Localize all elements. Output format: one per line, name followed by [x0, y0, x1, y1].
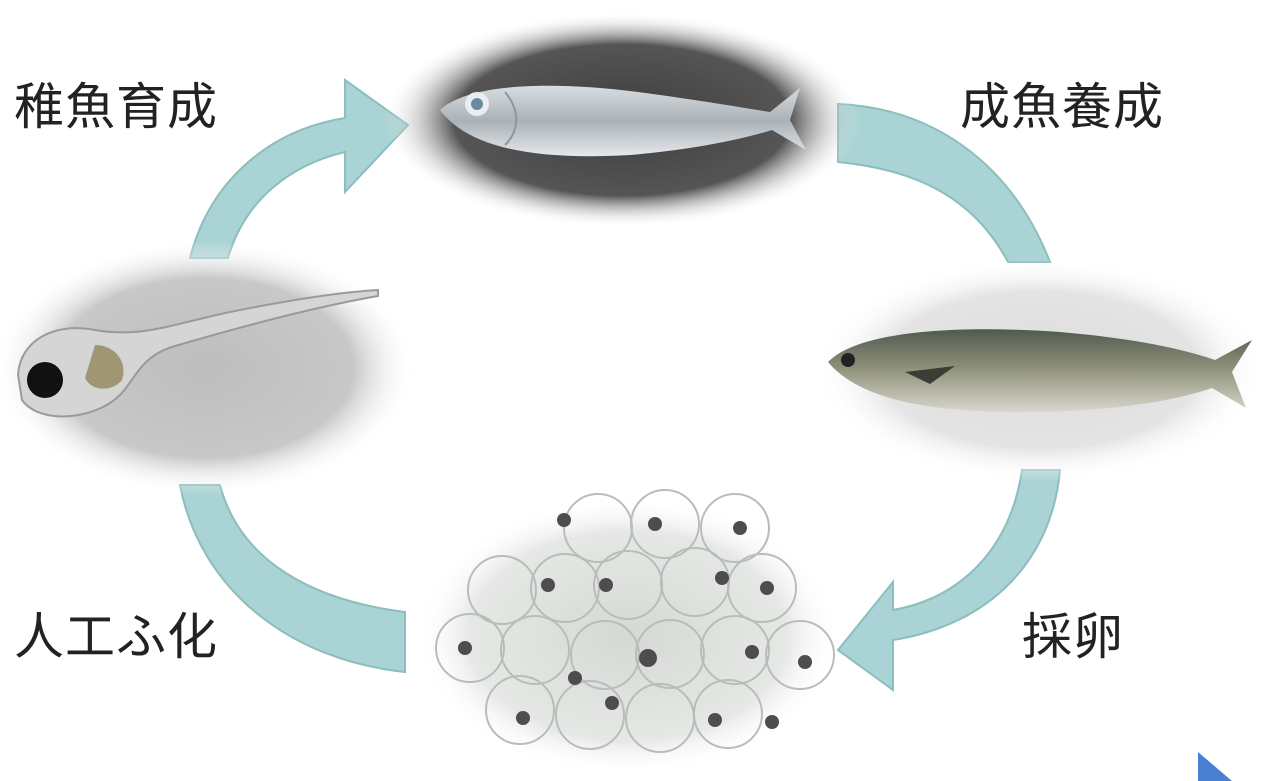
corner-accent-shape	[1198, 752, 1232, 781]
larva-photo	[0, 240, 417, 496]
adult-fish-photo	[814, 258, 1264, 482]
arrow-larva-to-juvenile	[190, 80, 408, 258]
label-adult-culture: 成魚養成	[960, 82, 1164, 132]
label-egg-collection: 採卵	[1022, 612, 1124, 662]
label-juvenile-rearing: 稚魚育成	[14, 82, 218, 132]
label-artificial-hatching: 人工ふ化	[14, 612, 218, 662]
eggs-photo	[416, 490, 840, 776]
juvenile-fish-photo	[382, 12, 862, 228]
